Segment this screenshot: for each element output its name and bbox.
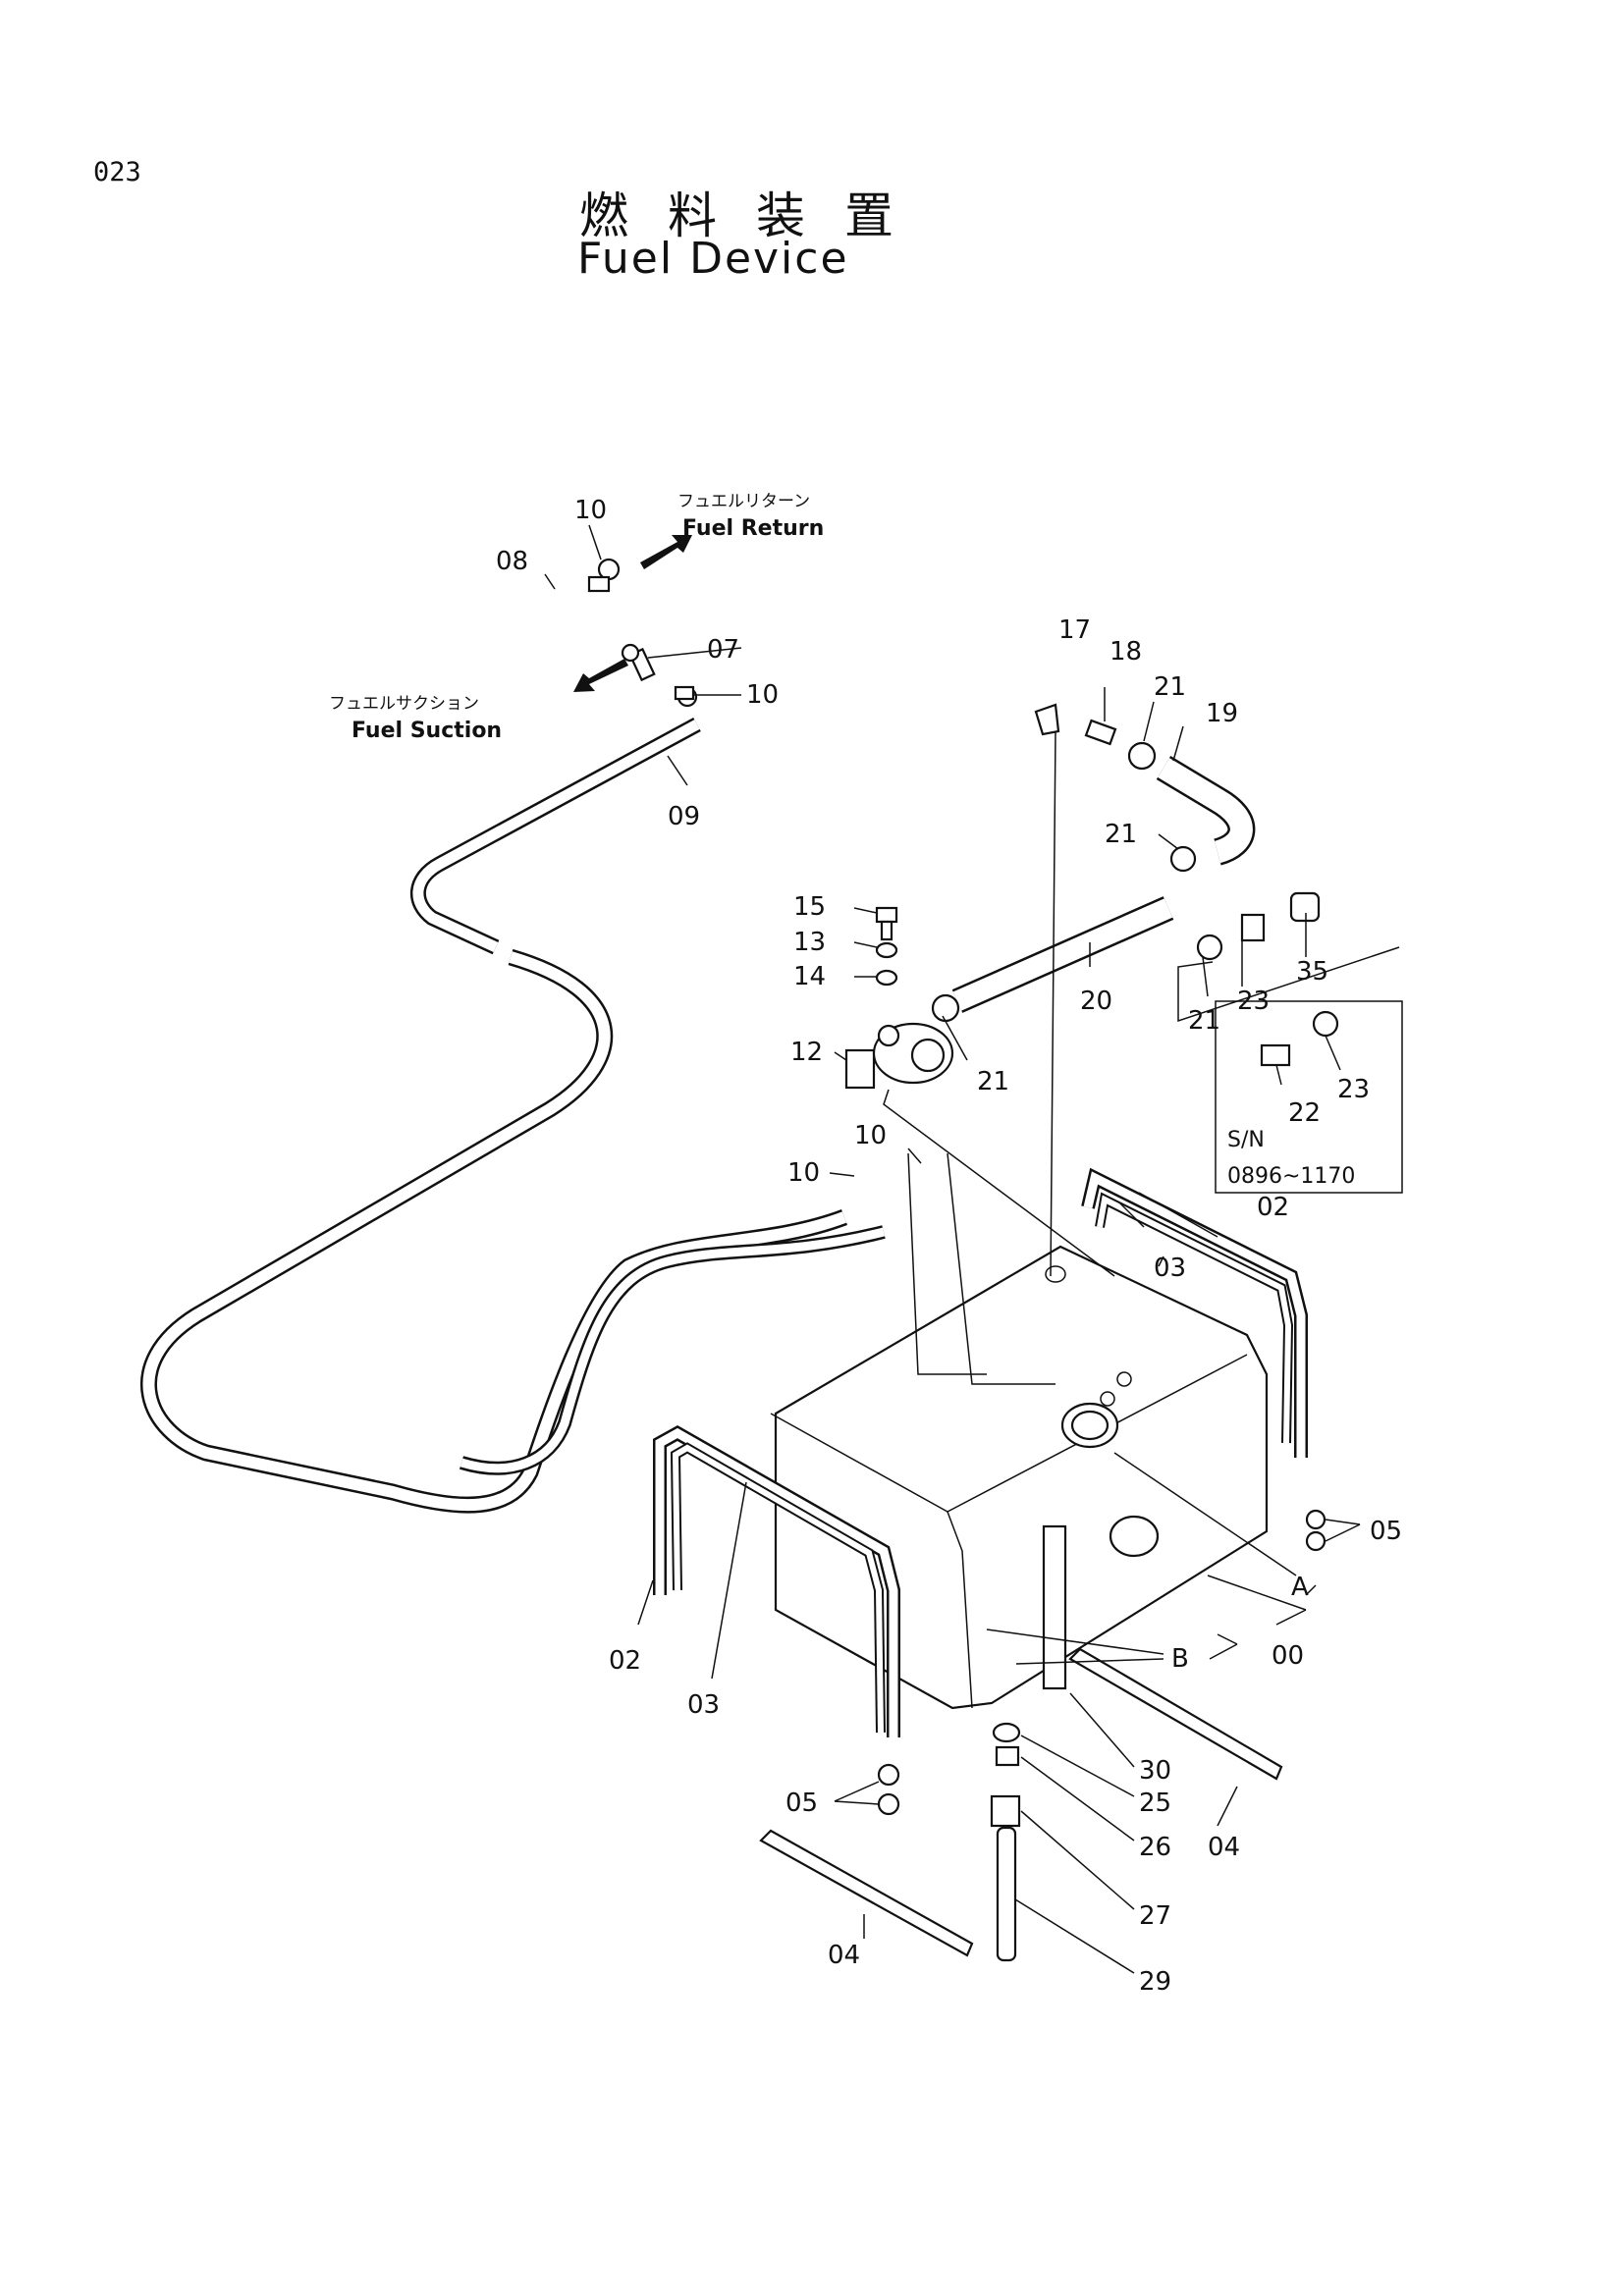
- callout-05-left: 05: [785, 1789, 818, 1818]
- plug-35-icon: [1289, 891, 1321, 923]
- callout-19: 19: [1206, 699, 1238, 728]
- callout-A: A: [1291, 1573, 1309, 1602]
- title-japanese: 燃料装置: [579, 187, 933, 244]
- callout-03-left: 03: [687, 1690, 720, 1720]
- callout-09: 09: [668, 802, 700, 831]
- callout-20: 20: [1080, 987, 1112, 1016]
- callout-13: 13: [793, 928, 826, 957]
- fuel-suction-label-en: Fuel Suction: [352, 719, 502, 743]
- callout-18: 18: [1110, 637, 1142, 667]
- callout-07: 07: [707, 635, 739, 665]
- callout-25: 25: [1139, 1789, 1171, 1818]
- fuel-line-09: [410, 717, 701, 955]
- callout-27: 27: [1139, 1901, 1171, 1931]
- callout-22: 22: [1288, 1098, 1321, 1128]
- callout-17: 17: [1058, 615, 1091, 645]
- serial-label: S/N: [1227, 1128, 1265, 1152]
- callout-02-left: 02: [609, 1646, 641, 1676]
- hose-19: [1156, 755, 1256, 866]
- callout-21-top: 21: [1154, 672, 1186, 702]
- callout-26: 26: [1139, 1833, 1171, 1862]
- serial-range: 0896~1170: [1227, 1164, 1355, 1189]
- callout-12: 12: [790, 1038, 823, 1067]
- connector-23-icon: [1240, 913, 1266, 942]
- hose-clamp-10-mid-icon: [674, 685, 698, 708]
- strap-02-right: [1081, 1167, 1308, 1458]
- callout-35: 35: [1296, 957, 1328, 987]
- callout-B: B: [1171, 1644, 1189, 1674]
- bolt-15-icon: [875, 906, 898, 941]
- fuel-return-arrow: [640, 535, 692, 569]
- serial-box-frame: [1177, 946, 1403, 1194]
- callout-02-right: 02: [1257, 1193, 1289, 1222]
- fuel-gauge-30: [1042, 1524, 1067, 1690]
- callout-14: 14: [793, 962, 826, 991]
- connector-23b-icon: [1312, 1010, 1339, 1038]
- fuel-suction-label-jp: フュエルサクション: [329, 694, 479, 714]
- leader-lines: [544, 524, 1361, 1974]
- callout-08: 08: [496, 547, 528, 576]
- washer-13-icon: [875, 941, 898, 959]
- callouts: 10 08 07 10 09 17 18 21 19 21 15 13 14 2…: [496, 496, 1402, 1997]
- callout-10-lower: 10: [854, 1121, 887, 1150]
- callout-23-top: 23: [1237, 987, 1270, 1016]
- callout-15: 15: [793, 892, 826, 922]
- title-english: Fuel Device: [577, 234, 849, 284]
- callout-04-left: 04: [828, 1941, 860, 1970]
- hose-clamp-10-top-icon: [587, 558, 621, 593]
- callout-10-left: 10: [787, 1158, 820, 1188]
- strap-03-left: [670, 1442, 886, 1734]
- connector-22-icon: [1260, 1043, 1291, 1067]
- callout-21-right: 21: [1188, 1006, 1220, 1036]
- callout-03-right: 03: [1154, 1254, 1186, 1283]
- callout-00: 00: [1272, 1641, 1304, 1671]
- fuel-filter-12-icon: [844, 1022, 954, 1090]
- fuel-suction-arrow: [573, 659, 628, 692]
- fuel-tank-00: [770, 1245, 1269, 1710]
- callout-05-right: 05: [1370, 1517, 1402, 1546]
- nut-05-right-icons: [1305, 1509, 1326, 1552]
- bolt-07-icon: [621, 643, 656, 682]
- drain-assembly: [990, 1722, 1021, 1962]
- callout-04-right: 04: [1208, 1833, 1240, 1862]
- fuel-line-loop: [139, 948, 886, 1514]
- hose-clamp-21-icons: [931, 741, 1223, 1023]
- band-04-right: [1068, 1647, 1283, 1781]
- callout-10-mid: 10: [746, 680, 779, 710]
- fuel-line-08: [508, 587, 560, 816]
- callout-23-box: 23: [1337, 1075, 1370, 1104]
- page-number: 023: [93, 157, 141, 187]
- callout-21-low: 21: [977, 1067, 1009, 1096]
- elbow-17-icon: [1034, 703, 1060, 736]
- nut-05-left-icons: [877, 1763, 900, 1816]
- washer-14-icon: [875, 969, 898, 987]
- callout-21-mid: 21: [1105, 820, 1137, 849]
- connector-18-icon: [1084, 719, 1117, 746]
- fuel-return-label-en: Fuel Return: [682, 516, 824, 541]
- strap-03-right: [1095, 1192, 1294, 1444]
- callout-30: 30: [1139, 1756, 1171, 1786]
- band-04-left: [759, 1829, 974, 1957]
- fuel-return-label-jp: フュエルリターン: [677, 492, 810, 511]
- callout-29: 29: [1139, 1967, 1171, 1997]
- strap-02-left: [653, 1424, 900, 1737]
- hose-20: [951, 896, 1174, 1013]
- callout-10-top: 10: [574, 496, 607, 525]
